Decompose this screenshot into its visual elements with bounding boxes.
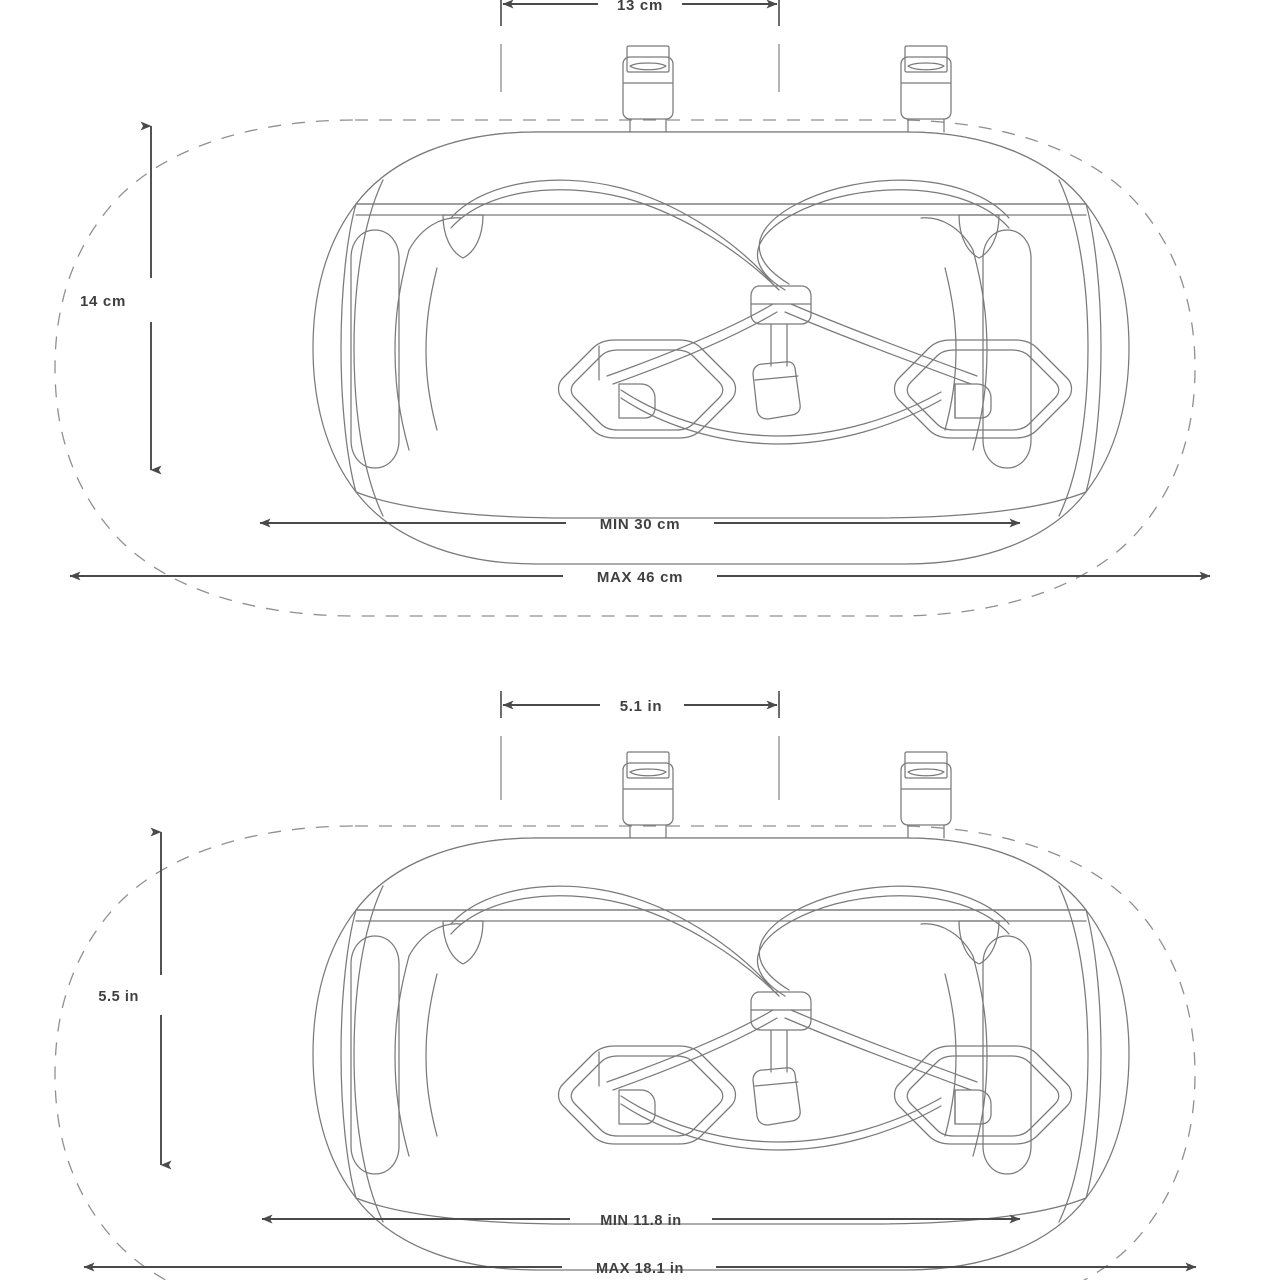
imperial-height-dimension: 5.5 in — [98, 827, 172, 1170]
imperial-max-width-dimension: MAX 18.1 in — [83, 1261, 1197, 1277]
imperial-min-width-dimension: MIN 11.8 in — [261, 1213, 1021, 1229]
metric-max-width-label: MAX 46 cm — [597, 569, 683, 586]
imperial-strap-spacing-dimension: 5.1 in — [500, 691, 780, 800]
metric-min-width-dimension: MIN 30 cm — [259, 516, 1021, 533]
metric-bag-illustration — [312, 45, 1130, 565]
metric-strap-spacing-label: 13 cm — [617, 0, 663, 14]
imperial-strap-spacing-label: 5.1 in — [620, 698, 663, 715]
metric-diagram-group: 13 cm 14 cm MIN 30 cm MAX 46 cm — [54, 0, 1211, 617]
metric-max-width-dimension: MAX 46 cm — [69, 569, 1211, 586]
imperial-min-width-label: MIN 11.8 in — [600, 1213, 682, 1229]
metric-strap-spacing-dimension: 13 cm — [500, 0, 780, 92]
imperial-diagram-group: 5.1 in 5.5 in MIN 11.8 in MAX 18.1 in — [54, 691, 1197, 1280]
metric-height-label: 14 cm — [80, 293, 126, 310]
imperial-height-label: 5.5 in — [98, 989, 139, 1005]
imperial-bag-illustration — [312, 751, 1130, 1271]
metric-height-dimension: 14 cm — [80, 121, 162, 475]
imperial-max-width-label: MAX 18.1 in — [596, 1261, 684, 1277]
metric-min-width-label: MIN 30 cm — [600, 516, 681, 533]
